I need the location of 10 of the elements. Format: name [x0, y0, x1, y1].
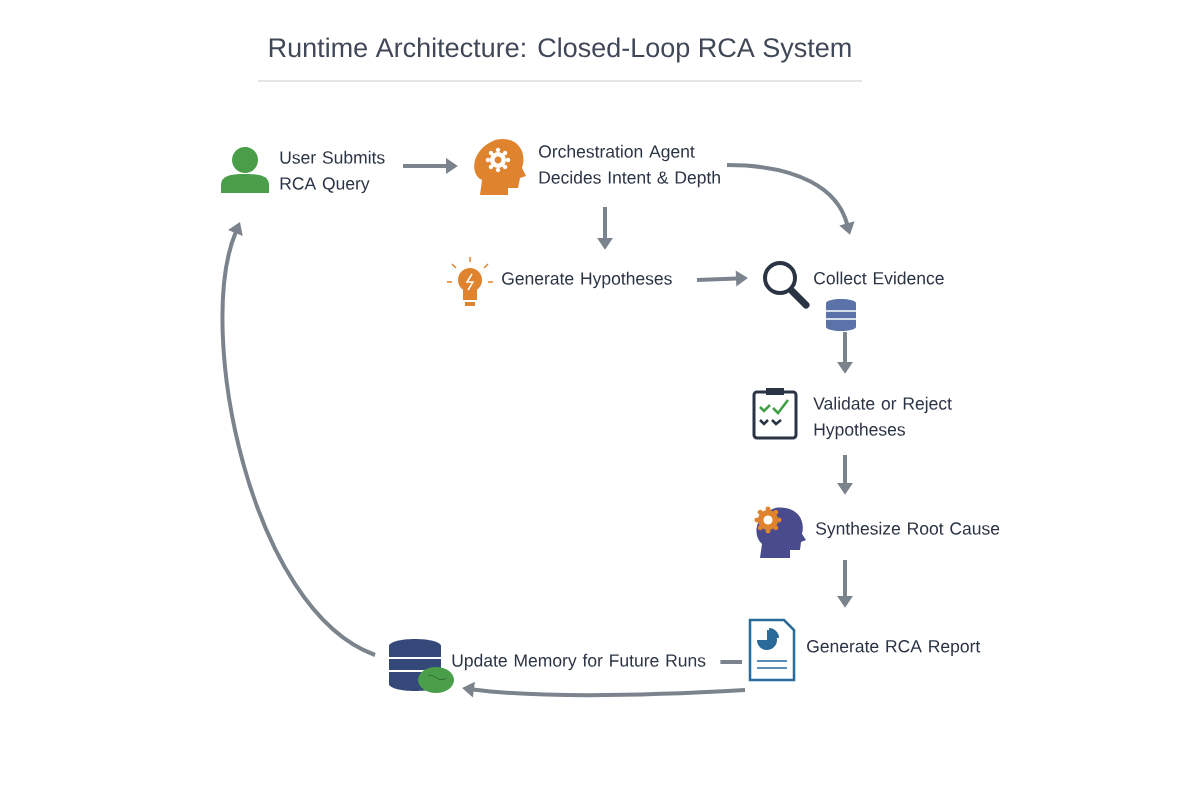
- step-label: Validate or Reject Hypotheses: [813, 396, 952, 440]
- step-label: Synthesize Root Cause: [816, 521, 1000, 539]
- connector-line: [720, 660, 742, 664]
- step-label: Orchestration Agent Decides Intent & Depth: [539, 144, 720, 188]
- step-label: Update Memory for Future Runs: [452, 653, 706, 671]
- step-label: Collect Evidence: [814, 271, 944, 285]
- step-label: Generate RCA Report: [807, 640, 981, 656]
- step-label: User Submits RCA Query: [280, 150, 385, 194]
- step-label: Generate Hypotheses: [502, 271, 672, 289]
- title: Runtime Architecture: Closed-Loop RCA System: [269, 37, 851, 63]
